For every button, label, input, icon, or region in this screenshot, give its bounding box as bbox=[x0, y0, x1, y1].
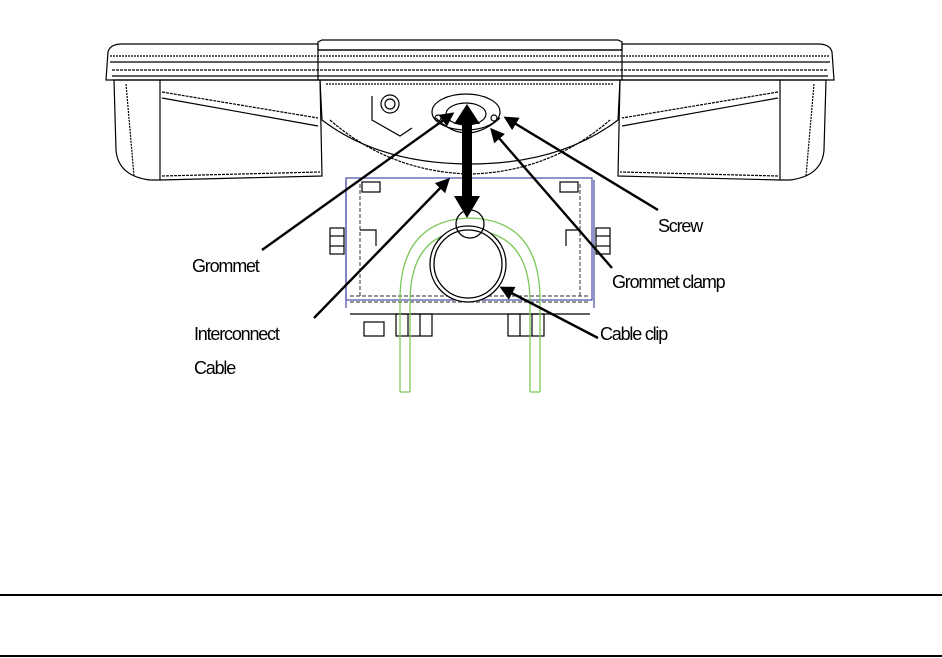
label-grommet-clamp: Grommet clamp bbox=[612, 270, 724, 294]
label-grommet: Grommet bbox=[192, 254, 259, 278]
label-interconnect: Interconnect bbox=[194, 322, 279, 346]
cable-route-arrow bbox=[454, 104, 480, 218]
interconnect-cable-shape bbox=[430, 210, 506, 302]
label-cable-clip: Cable clip bbox=[600, 322, 667, 346]
arrow-screw bbox=[506, 118, 658, 210]
separator-top bbox=[0, 594, 942, 596]
label-screw: Screw bbox=[658, 214, 702, 238]
separator-bottom bbox=[0, 655, 942, 657]
arrow-grommet bbox=[262, 114, 452, 250]
label-cable: Cable bbox=[194, 356, 235, 380]
